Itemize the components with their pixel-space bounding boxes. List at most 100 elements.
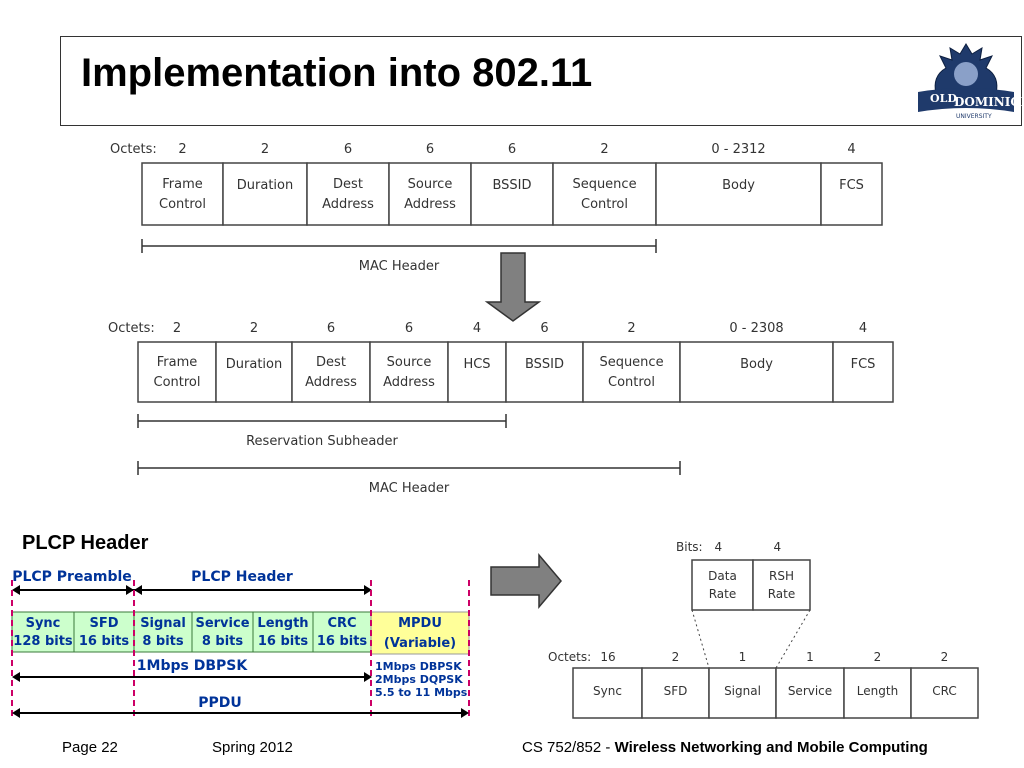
plcp-cell-label: SFD <box>89 616 118 631</box>
frame1: Octets:FrameControl2Duration2DestAddress… <box>110 142 883 274</box>
plcp-cell-label: Length <box>257 616 308 631</box>
field-cell <box>447 341 507 403</box>
field-label: Dest <box>333 177 363 192</box>
octet-count: 2 <box>627 321 635 336</box>
plcp-field-label: Signal <box>724 684 761 698</box>
field-cell <box>470 162 554 226</box>
plcp-field-label: SFD <box>664 684 688 698</box>
field-label: Address <box>383 375 435 390</box>
rate-label: 1Mbps DBPSK <box>137 658 249 674</box>
octet-count: 6 <box>405 321 413 336</box>
octet-count: 2 <box>600 142 608 157</box>
field-cell <box>215 341 293 403</box>
octet-count: 0 - 2308 <box>729 321 783 336</box>
octet-count: 16 <box>600 650 615 664</box>
field-label: Body <box>740 357 773 372</box>
field-label: Sequence <box>572 177 636 192</box>
field-label: Address <box>404 197 456 212</box>
plcp-cell <box>312 611 372 653</box>
sub-field-cell <box>691 559 754 611</box>
field-label: Address <box>322 197 374 212</box>
octet-count: 2 <box>672 650 680 664</box>
mpdu-label: (Variable) <box>384 636 456 651</box>
octets-label: Octets: <box>548 650 591 664</box>
mpdu-rate: 2Mbps DQPSK <box>375 673 463 686</box>
university-logo: OLD DOMINION UNIVERSITY <box>918 43 1022 120</box>
field-label: Frame <box>157 355 198 370</box>
sub-field-label: Rate <box>768 587 796 601</box>
octet-count: 1 <box>739 650 747 664</box>
footer-page-number: Page 22 <box>62 739 118 756</box>
field-label: Duration <box>237 178 293 193</box>
mpdu-rate: 1Mbps DBPSK <box>375 660 462 673</box>
octet-count: 0 - 2312 <box>711 142 765 157</box>
plcp-cell-label: 128 bits <box>13 634 73 649</box>
plcp-cell <box>73 611 135 653</box>
expand-line <box>775 609 811 669</box>
field-label: FCS <box>851 357 876 372</box>
octet-count: 6 <box>327 321 335 336</box>
plcp-field-cell <box>641 667 710 719</box>
field-label: FCS <box>839 178 864 193</box>
footer-course: CS 752/852 - Wireless Networking and Mob… <box>522 739 928 756</box>
plcp-heading: PLCP Header <box>22 532 149 554</box>
plcp-cell-label: Service <box>195 616 249 631</box>
plcp-cell <box>252 611 314 653</box>
field-cell <box>141 162 224 226</box>
octet-count: 6 <box>540 321 548 336</box>
title-box: Implementation into 802.11 <box>60 36 1022 126</box>
plcp-cell-label: Signal <box>140 616 186 631</box>
field-cell <box>388 162 472 226</box>
sub-field-label: Data <box>708 569 737 583</box>
field-cell <box>552 162 657 226</box>
down-arrow-icon <box>484 252 542 322</box>
plcp-cell-label: 8 bits <box>142 634 184 649</box>
plcp-field-label: CRC <box>932 684 957 698</box>
mpdu-cell <box>370 611 470 655</box>
field-label: Duration <box>226 357 282 372</box>
octets-label: Octets: <box>108 321 155 336</box>
bits-label: Bits: <box>676 540 703 554</box>
plcp-cell-label: 8 bits <box>202 634 244 649</box>
footer-term: Spring 2012 <box>212 739 293 756</box>
field-label: Control <box>159 197 206 212</box>
footer-course-prefix: CS 752/852 - <box>522 739 615 756</box>
expand-line <box>691 609 710 669</box>
mpdu-label: MPDU <box>398 616 442 631</box>
field-label: Frame <box>162 177 203 192</box>
plcp-preamble-label: PLCP Preamble <box>12 569 132 585</box>
field-label: BSSID <box>525 357 564 372</box>
field-label: Control <box>608 375 655 390</box>
field-cell <box>582 341 681 403</box>
field-cell <box>655 162 822 226</box>
ppdu-label: PPDU <box>198 695 242 711</box>
mac-header-span-label: MAC Header <box>359 259 440 274</box>
field-cell <box>679 341 834 403</box>
octet-count: 2 <box>173 321 181 336</box>
field-cell <box>820 162 883 226</box>
field-label: HCS <box>463 357 490 372</box>
frame2: Octets:FrameControl2Duration2DestAddress… <box>108 321 894 496</box>
field-label: Source <box>408 177 453 192</box>
octet-count: 4 <box>847 142 855 157</box>
plcp-header-label: PLCP Header <box>191 569 293 585</box>
plcp-field-cell <box>843 667 912 719</box>
field-label: Control <box>581 197 628 212</box>
octet-count: 4 <box>473 321 481 336</box>
right-arrow-icon <box>490 552 562 610</box>
logo-line1: OLD <box>930 92 957 105</box>
field-cell <box>222 162 308 226</box>
octet-count: 2 <box>941 650 949 664</box>
mpdu-rate: 5.5 to 11 Mbps <box>375 686 468 699</box>
plcp-cell-label: CRC <box>327 616 356 631</box>
plcp-field-cell <box>910 667 979 719</box>
plcp-cell <box>133 611 193 653</box>
sub-field-label: Rate <box>709 587 737 601</box>
plcp-cell <box>11 611 75 653</box>
octet-count: 4 <box>859 321 867 336</box>
field-label: Source <box>387 355 432 370</box>
octet-count: 2 <box>261 142 269 157</box>
plcp-cell <box>191 611 254 653</box>
